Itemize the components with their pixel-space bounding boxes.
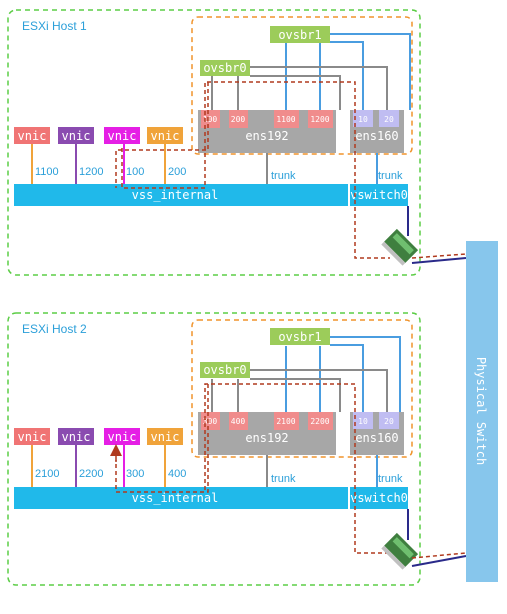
vswitch0-label-1: vswitch0: [350, 188, 408, 202]
vlan-label-7: 300: [126, 468, 144, 480]
ens160-port-2[interactable]: [379, 110, 399, 127]
vnic-2[interactable]: [58, 127, 94, 144]
vnic-3[interactable]: [104, 127, 140, 144]
ens160-label-2: ens160: [355, 431, 398, 445]
ens192-port-2[interactable]: [229, 110, 248, 128]
vswitch0-1[interactable]: [350, 184, 408, 206]
trunk-label-2a: trunk: [271, 473, 296, 485]
vnic-label-6: vnic: [62, 430, 91, 444]
ovsbr1-bridge-2[interactable]: [270, 328, 330, 345]
vss-internal-label-1: vss_internal: [132, 188, 219, 202]
traffic-path-1: [121, 81, 390, 259]
uplink-to-switch-2: [411, 555, 467, 567]
ovsbr0-bridge-1[interactable]: [200, 60, 250, 76]
ens160-port-label-3: 10: [358, 417, 368, 426]
traffic-path-switch-2: [411, 552, 467, 559]
ens160-port-4[interactable]: [379, 412, 399, 429]
traffic-path-2: [204, 383, 390, 554]
trunk-label-2b: trunk: [378, 473, 403, 485]
vlan-label-4: 200: [168, 166, 186, 178]
host-1-border: [7, 9, 421, 276]
physical-switch-label: Physical Switch: [474, 357, 488, 465]
vnic-wires-1: [31, 144, 378, 184]
ens160-port-label-1: 10: [358, 115, 368, 124]
vlan-label-5: 2100: [35, 468, 59, 480]
ens160-port-label-4: 20: [384, 417, 394, 426]
uplink-to-switch-1: [411, 257, 467, 264]
vnic-label-2: vnic: [62, 129, 91, 143]
ens160-label-1: ens160: [355, 129, 398, 143]
vss-internal-label-2: vss_internal: [132, 491, 219, 505]
vlan-label-8: 400: [168, 468, 186, 480]
ens160-port-label-2: 20: [384, 115, 394, 124]
ens192-label-2: ens192: [245, 431, 288, 445]
vnic-1[interactable]: [14, 127, 50, 144]
vlan-label-3: 100: [126, 166, 144, 178]
ens160-port-1[interactable]: [353, 110, 373, 127]
ovsbr0-label-2: ovsbr0: [203, 363, 246, 377]
ovsbr0-label-1: ovsbr0: [203, 61, 246, 75]
vnic-group-2: vnic vnic vnic vnic: [14, 428, 183, 445]
ovsbr1-label-2: ovsbr1: [278, 330, 321, 344]
ens192-port-label-3: 1100: [276, 115, 295, 124]
ovs-container-2: [191, 319, 413, 458]
vnic-8[interactable]: [147, 428, 183, 445]
vnic-label-7: vnic: [108, 430, 137, 444]
ovsbr1-wires-1: [285, 33, 411, 110]
vlan-label-2: 1200: [79, 166, 103, 178]
ens192-port-label-5: 300: [203, 417, 218, 426]
vnic-label-5: vnic: [18, 430, 47, 444]
ens160-port-3[interactable]: [353, 412, 373, 429]
vnic-5[interactable]: [14, 428, 50, 445]
traffic-path-2-loop: [115, 384, 209, 493]
ens192-label-1: ens192: [245, 129, 288, 143]
ovsbr1-label-1: ovsbr1: [278, 28, 321, 42]
vswitch0-label-2: vswitch0: [350, 491, 408, 505]
ovsbr1-wires-2: [285, 336, 401, 412]
vswitch0-2[interactable]: [350, 487, 408, 509]
nic-card-icon-1: [381, 228, 419, 266]
vnic-label-8: vnic: [151, 430, 180, 444]
host-2-title: ESXi Host 2: [22, 322, 87, 336]
vlan-label-1: 1100: [35, 166, 59, 178]
vnic-4[interactable]: [147, 127, 183, 144]
ovs-container-1: [191, 16, 413, 155]
vss-internal-switch-2[interactable]: [14, 487, 348, 509]
ens192-port-8[interactable]: [308, 412, 333, 430]
ens192-port-label-2: 200: [231, 115, 246, 124]
ens192-port-7[interactable]: [274, 412, 299, 430]
vnic-group-1: vnic vnic vnic vnic: [14, 127, 183, 144]
vnic-label-4: vnic: [151, 129, 180, 143]
vnic-wires-2: [31, 445, 378, 487]
vnic-label-3: vnic: [108, 129, 137, 143]
vnic-7[interactable]: [104, 428, 140, 445]
vnic-label-1: vnic: [18, 129, 47, 143]
nic-card-icon-2: [381, 532, 419, 570]
traffic-path-1-loop: [115, 82, 209, 188]
ens192-port-3[interactable]: [274, 110, 299, 128]
traffic-path-switch: [411, 253, 467, 259]
ens192-port-label-7: 2100: [276, 417, 295, 426]
host-1-title: ESXi Host 1: [22, 19, 87, 33]
vss-internal-switch-1[interactable]: [14, 184, 348, 206]
host-2-border: [7, 312, 421, 586]
trunk-label-1a: trunk: [271, 170, 296, 182]
physical-switch[interactable]: [466, 241, 498, 582]
esxi-host-2: ESXi Host 2 ovsbr1 ovsbr0 300 400 2100 2…: [7, 312, 467, 586]
ens192-port-4[interactable]: [308, 110, 333, 128]
vnic-6[interactable]: [58, 428, 94, 445]
ens192-port-label-1: 100: [203, 115, 218, 124]
ens192-port-label-8: 2200: [310, 417, 329, 426]
trunk-label-1b: trunk: [378, 170, 403, 182]
ens192-port-label-6: 400: [231, 417, 246, 426]
ovsbr1-bridge-1[interactable]: [270, 26, 330, 43]
esxi-host-1: ESXi Host 1 ovsbr1 ovsbr0 100 200 1100 1…: [7, 9, 467, 276]
ovsbr0-bridge-2[interactable]: [200, 362, 250, 378]
ens192-port-label-4: 1200: [310, 115, 329, 124]
vlan-label-6: 2200: [79, 468, 103, 480]
ens192-port-6[interactable]: [229, 412, 248, 430]
